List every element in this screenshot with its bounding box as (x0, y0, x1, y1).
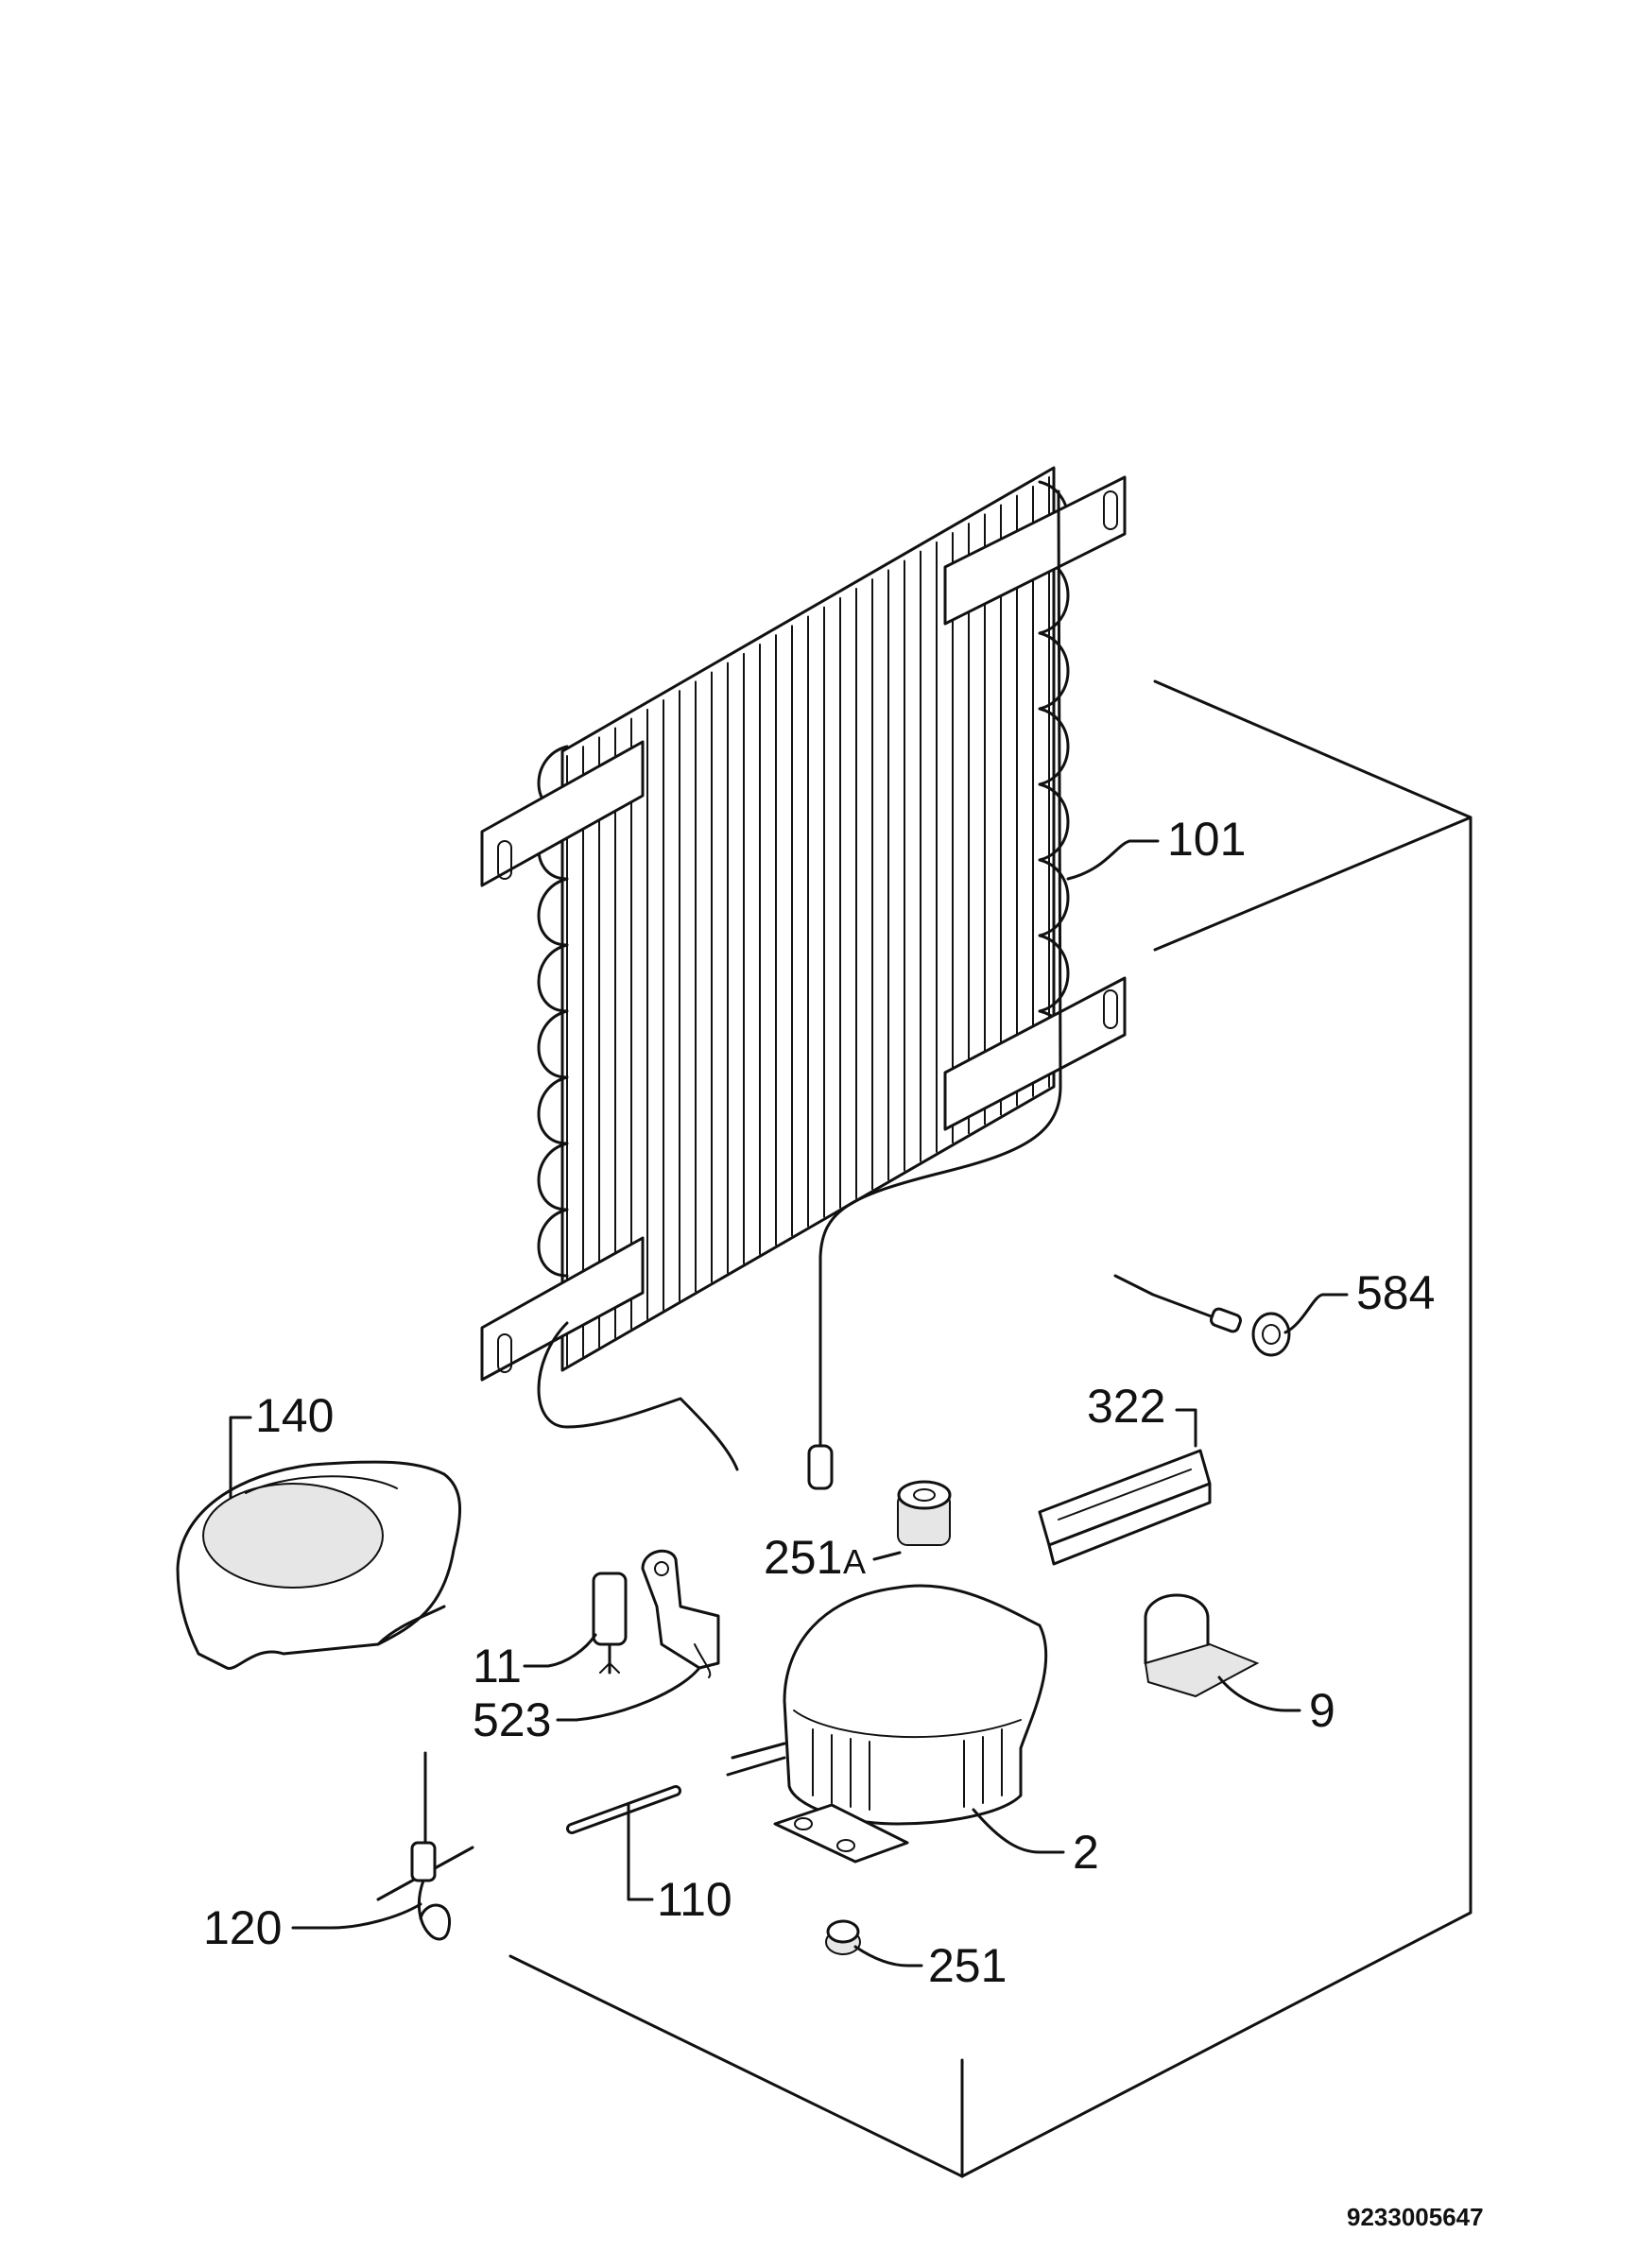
label-capillary-tube: 110 (657, 1873, 732, 1926)
grommet-a-icon (897, 1480, 952, 1546)
cabinet-outline (508, 679, 1472, 2178)
label-clamp: 523 (473, 1693, 551, 1746)
label-grommet-a-suffix: A (843, 1542, 866, 1581)
part-labels: 101 140 584 322 251 A 11 523 9 2 120 110… (203, 813, 1484, 2231)
label-capacitor: 11 (473, 1640, 522, 1692)
label-grommet: 251 (928, 1939, 1007, 1992)
label-condenser: 101 (1167, 813, 1246, 866)
relay-cover-icon (1038, 1449, 1212, 1566)
label-relay-cover: 322 (1087, 1380, 1165, 1433)
capillary-tube-icon (566, 1785, 681, 1834)
leader-lines (229, 839, 1349, 1967)
label-drip-tray: 140 (255, 1389, 334, 1442)
compressor-icon (726, 1584, 1048, 1864)
label-grommet-a: 251 (764, 1531, 842, 1584)
label-dryer-filter: 120 (203, 1901, 282, 1954)
diagram-reference-number: 9233005647 (1347, 2203, 1484, 2231)
capacitor-icon (592, 1572, 628, 1675)
condenser-coil-icon (480, 466, 1127, 1490)
compressor-ribs (812, 1728, 1003, 1811)
relay-icon (1144, 1593, 1260, 1698)
dryer-filter-icon (376, 1751, 474, 1941)
label-compressor: 2 (1073, 1826, 1099, 1879)
drip-tray-icon (176, 1460, 462, 1670)
sensor-icon (1113, 1274, 1291, 1357)
grommet-icon (825, 1919, 861, 1955)
label-relay: 9 (1309, 1684, 1335, 1737)
clamp-icon (641, 1549, 720, 1678)
label-sensor: 584 (1356, 1266, 1435, 1319)
